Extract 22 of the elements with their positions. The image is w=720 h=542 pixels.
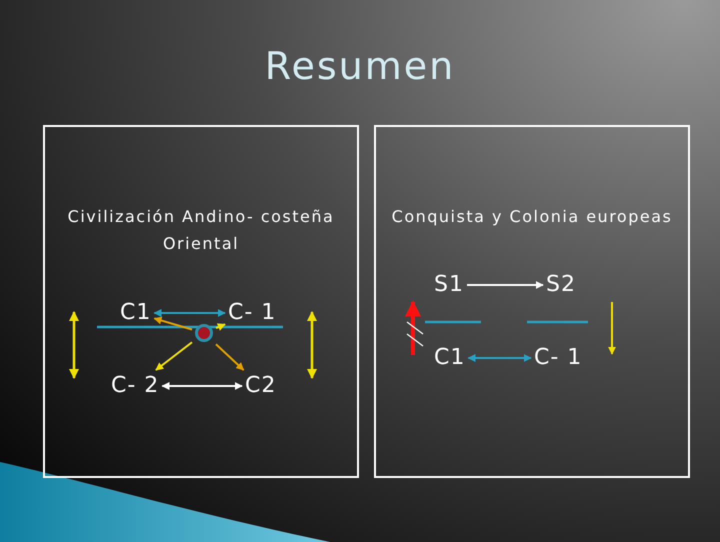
arrow: [215, 343, 244, 371]
slide-title: Resumen: [264, 44, 456, 88]
fraction-term: C- 2: [111, 373, 160, 399]
arrow: [466, 281, 544, 289]
arrow: [155, 341, 193, 371]
panel-heading: Conquista y Colonia europeas: [390, 206, 674, 228]
fraction-term: S2: [546, 272, 576, 298]
panel: [374, 125, 690, 478]
arrow: [154, 309, 226, 317]
center-dot: [195, 324, 213, 342]
arrow: [162, 382, 243, 390]
arrow: [154, 316, 192, 330]
fraction-term: C2: [245, 373, 276, 399]
fraction-term: S1: [434, 272, 464, 298]
fraction-term: C1: [434, 345, 466, 371]
panel-heading: Civilización Andino- costeña Oriental: [66, 206, 336, 255]
arrow: [216, 323, 226, 331]
fraction-term: C- 1: [228, 300, 276, 326]
fraction-term: C1: [120, 300, 152, 326]
fraction-term: C- 1: [534, 345, 582, 371]
arrow: [468, 354, 532, 362]
panel: [43, 125, 359, 478]
